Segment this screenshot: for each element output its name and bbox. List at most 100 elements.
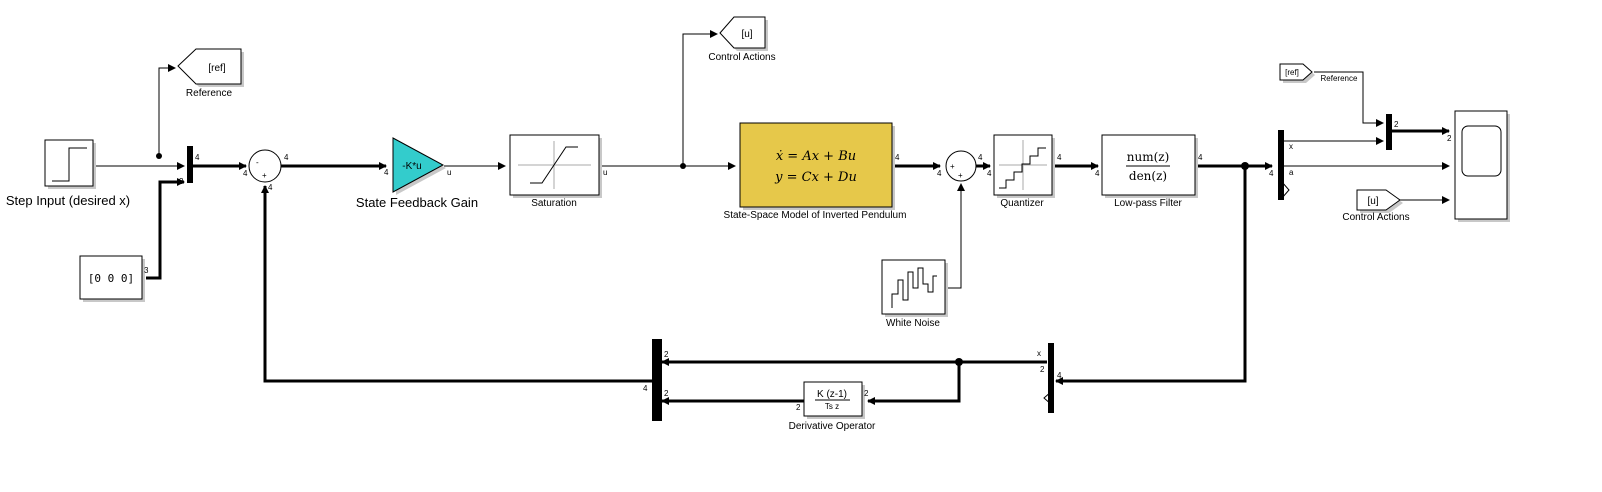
wire-to-ref-goto[interactable] [158,64,176,156]
statespace-block[interactable]: ẋ = Ax + Bu y = Cx + Du [739,122,895,210]
quantizer-block[interactable] [993,134,1055,198]
signal-lines [95,30,1450,405]
feedback-mux-block[interactable] [652,339,662,421]
saturation-icon [530,146,578,184]
noise-label: White Noise [886,318,940,329]
port-label: 4 [384,168,389,177]
port-label: 4 [284,153,289,162]
port-label: x [1037,349,1041,358]
from-ref-tag: [ref] [1285,68,1299,77]
goto-ref-tag: [ref] [208,63,225,74]
scope-block[interactable] [1454,110,1510,222]
sum-sign: + [958,171,963,180]
mux-block[interactable] [187,146,193,183]
ss-equation-1: ẋ = Ax + Bu [776,149,856,164]
port-label: x [1289,142,1293,151]
derivative-label: Derivative Operator [789,421,876,432]
constant-value: [0 0 0] [88,272,134,285]
port-label: 4 [195,153,200,162]
wire-to-u-goto[interactable] [682,30,718,166]
port-label: 4 [1057,153,1062,162]
port-label: 4 [1198,153,1203,162]
port-label: 4 [643,384,648,393]
port-label: 4 [1095,169,1100,178]
demux-marker [1043,390,1053,406]
from-ref-block[interactable]: [ref] [1279,63,1315,83]
port-label: 4 [987,169,992,178]
step-block[interactable] [44,139,96,189]
lowpass-block[interactable]: num(z) den(z) [1101,134,1198,198]
derivative-den: Ts z [825,402,839,411]
goto-u-block[interactable]: [u] [719,16,768,51]
ss-equation-2: y = Cx + Du [774,170,857,185]
wire-fb-to-sum1[interactable] [261,185,652,383]
port-label: 2 [1447,134,1452,143]
port-label: 2 [1040,365,1045,374]
quantizer-label: Quantizer [1000,198,1044,209]
step-icon [52,147,87,182]
port-label: 2 [796,403,801,412]
feedback-demux-block[interactable] [1048,343,1054,413]
port-label: 4 [243,169,248,178]
constant-block[interactable]: [0 0 0] [79,255,145,302]
wire-noise-to-sum2[interactable] [946,183,965,289]
lowpass-label: Low-pass Filter [1114,198,1182,209]
derivative-num: K (z-1) [817,389,847,400]
port-label: 2 [864,389,869,398]
goto-ref-label: Reference [186,88,233,99]
noise-icon [891,267,937,308]
saturation-label: Saturation [531,198,577,209]
port-label: 3 [179,177,184,186]
sum-sign: + [950,162,955,171]
from-u-label: Control Actions [1342,212,1409,223]
scope-icon [1461,125,1502,177]
from-ref-label: Reference [1321,74,1358,83]
wire-fb-to-deriv[interactable] [867,362,961,405]
sum-sign: + [262,171,267,180]
branch-dot [156,153,162,159]
branch-dot [680,163,686,169]
noise-block[interactable] [881,259,948,317]
port-label: 4 [978,153,983,162]
quantizer-icon [999,147,1046,189]
sum2-block[interactable]: + + [945,150,977,182]
branch-dot [1241,162,1249,170]
lowpass-den: den(z) [1129,169,1167,183]
goto-u-tag: [u] [741,29,752,40]
goto-ref-block[interactable]: [ref] [177,48,244,87]
mux2-block[interactable] [1386,114,1392,150]
sum1-block[interactable]: - + [248,149,282,183]
gain-text: -K*u [402,161,421,172]
port-label: a [1289,168,1294,177]
demux-marker [1281,181,1290,199]
gain-label: State Feedback Gain [356,195,478,210]
statespace-label: State-Space Model of Inverted Pendulum [724,210,907,221]
sum-sign: - [256,158,259,167]
port-label: 4 [937,169,942,178]
port-label: u [447,168,451,177]
from-u-block[interactable]: [u] [1356,189,1403,213]
from-u-tag: [u] [1367,196,1378,207]
port-label: 2 [1394,120,1399,129]
derivative-block[interactable]: K (z-1) Ts z [803,381,865,419]
branch-dot [955,358,963,366]
step-label: Step Input (desired x) [6,193,130,208]
gain-block[interactable]: -K*u [392,137,446,195]
port-label: 4 [1269,169,1274,178]
port-label: u [603,168,607,177]
port-label: 3 [144,266,149,275]
lowpass-num: num(z) [1127,150,1170,164]
saturation-block[interactable] [509,134,602,198]
wire-const-to-mux[interactable] [146,178,185,280]
port-label: 2 [664,389,669,398]
demux-block[interactable] [1278,130,1284,200]
port-label: 4 [268,183,273,192]
wire-ref-to-mux2[interactable] [1314,71,1384,127]
port-label: 2 [664,350,669,359]
goto-u-label: Control Actions [708,52,775,63]
port-label: 4 [1057,371,1062,380]
wire-feedback-down[interactable] [1055,166,1247,385]
branch-points [156,153,1249,366]
port-label: 4 [895,153,900,162]
